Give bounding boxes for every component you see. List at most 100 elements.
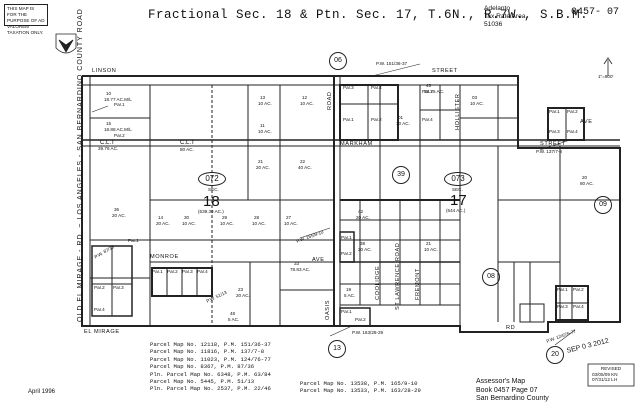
- par-label[interactable]: Par.2: [573, 287, 584, 292]
- adjacent-map-39: 39: [392, 166, 410, 184]
- parcel-number: 30: [184, 215, 190, 220]
- road-ave: AVE: [312, 257, 325, 263]
- legend-line: Pln. Parcel Map No. 6348, P.M. 63/84: [150, 370, 271, 378]
- parcel-number: 36: [114, 207, 120, 212]
- par-label[interactable]: Par.3: [113, 285, 124, 290]
- parcel-number: 45: [426, 83, 432, 88]
- par-label[interactable]: Par.1: [152, 269, 163, 274]
- parcel-number: 38: [360, 241, 366, 246]
- section-18-number: 18: [203, 193, 220, 210]
- parcel-area: 20 AC.: [356, 215, 370, 220]
- legend-line: Parcel Map No. 5445, P.M. 51/13: [150, 378, 255, 386]
- assessor-block: Assessor's Map Book 0457 Page 07 San Ber…: [476, 378, 549, 404]
- par-label[interactable]: Par.1: [343, 117, 354, 122]
- parcel-area: 10 AC.: [252, 221, 266, 226]
- par-label[interactable]: Par.4: [573, 304, 584, 309]
- section-17-label: SEC.: [452, 187, 463, 192]
- par-label[interactable]: Par.3: [343, 85, 354, 90]
- adjacent-map-20: 20: [546, 346, 564, 364]
- par-label[interactable]: Par.2: [567, 109, 578, 114]
- par-label[interactable]: Par.2: [114, 133, 125, 138]
- parcel-area: 20 AC.: [236, 293, 250, 298]
- parcel-number: 42: [358, 209, 364, 214]
- par-label[interactable]: Par.4: [371, 85, 382, 90]
- parcel-number: 21: [426, 241, 432, 246]
- par-label[interactable]: Par.3: [182, 269, 193, 274]
- adjacent-map-13: 13: [328, 340, 346, 358]
- road-markham: MARKHAM: [340, 141, 373, 147]
- par-label[interactable]: Par.1: [549, 109, 560, 114]
- road-hollister: HOLLISTER: [455, 93, 461, 131]
- revised-line: 03/05/09 KN: [592, 371, 618, 377]
- parcel-number: 12: [302, 95, 308, 100]
- parcel-number: C.L.T: [180, 140, 195, 146]
- section-17-code: 073: [444, 172, 472, 186]
- pw-reference: P.W. 151/36-37: [376, 61, 408, 66]
- map-date: April 1996: [28, 389, 56, 395]
- parcel-number: 21: [258, 159, 264, 164]
- map-title: Fractional Sec. 18 & Ptn. Sec. 17, T.6N.…: [148, 8, 589, 22]
- par-label[interactable]: Par.2: [371, 117, 382, 122]
- par-label[interactable]: Par.1: [128, 238, 139, 243]
- road-st-lawrence: ST LAWRENCE ROAD: [395, 242, 401, 310]
- parcel-area: 40 AC.: [298, 165, 312, 170]
- legend-line: Pln. Parcel Map No. 2537, P.M. 22/46: [150, 385, 271, 393]
- parcel-area: 10 AC.: [258, 101, 272, 106]
- parcel-number: 20: [582, 175, 588, 180]
- legend-line: Parcel Map No. 12118, P.M. 151/36-37: [150, 341, 271, 348]
- pw-reference: P.W. 137/7-8: [536, 149, 562, 154]
- road-street-top: STREET: [432, 68, 458, 74]
- road-coolidge: COOLIDGE: [375, 265, 381, 300]
- parcel-area: 10 AC.: [424, 247, 438, 252]
- par-label[interactable]: Par.1: [341, 235, 352, 240]
- road-linson: LINSON: [92, 68, 117, 74]
- parcel-area: 5 AC.: [228, 317, 240, 322]
- place-name: Adelanto: [484, 5, 511, 12]
- parcel-area: 10 AC.: [300, 101, 314, 106]
- par-label[interactable]: Par.1: [557, 287, 568, 292]
- parcel-area: 18.77 AC.M/L: [104, 97, 132, 102]
- parcel-number: 23: [238, 287, 244, 292]
- par-label[interactable]: Par.2: [355, 317, 366, 322]
- parcel-number: 33: [294, 261, 300, 266]
- assessor-county: San Bernardino County: [476, 395, 549, 402]
- parcel-area: 18.88 AC.M/L: [104, 127, 132, 132]
- parcel-area: 5 AC.: [344, 293, 356, 298]
- parcel-number: 01: [398, 115, 404, 120]
- parcel-number: 29: [222, 215, 228, 220]
- legend-line: Parcel Map No. 13533, P.M. 163/28-29: [300, 387, 421, 395]
- par-label[interactable]: Par.1: [114, 102, 125, 107]
- road-street-mid: STREET: [540, 141, 566, 147]
- legend-line: Parcel Map No. 11023, P.M. 124/76-77: [150, 355, 271, 363]
- par-label[interactable]: Par.3: [549, 129, 560, 134]
- road-el-mirage: EL MIRAGE: [84, 329, 120, 335]
- par-label[interactable]: Par.1: [341, 309, 352, 314]
- map-number: 0457- 07: [571, 7, 620, 18]
- section-17-area: (644 AC.): [446, 208, 466, 213]
- parcel-number: C.L.T: [100, 140, 115, 146]
- par-label[interactable]: Par.3: [557, 304, 568, 309]
- par-label[interactable]: Par.4: [567, 129, 578, 134]
- parcel-area: 20 AC.: [256, 165, 270, 170]
- revised-box: REVISED 03/05/09 KN 07/31/12 LH: [592, 366, 630, 383]
- legend-line: Parcel Map No. 13538, P.M. 165/9-10: [300, 380, 418, 387]
- par-label[interactable]: Par.4: [197, 269, 208, 274]
- par-label[interactable]: Par.4: [422, 117, 433, 122]
- par-label[interactable]: Par.2: [341, 251, 352, 256]
- road-ave-right: AVE: [580, 119, 593, 125]
- assessor-title: Assessor's Map: [476, 378, 526, 385]
- adjacent-map-09: 09: [594, 196, 612, 214]
- tax-rate-area-number: 51036: [484, 21, 503, 28]
- par-label[interactable]: Par.2: [94, 285, 105, 290]
- parcel-area: 78.83 AC.: [290, 267, 311, 272]
- parcel-number: 13: [260, 95, 266, 100]
- parcel-area: 10 AC.: [284, 221, 298, 226]
- revised-label: REVISED: [600, 366, 622, 371]
- adjacent-map-08: 08: [482, 268, 500, 286]
- parcel-area: 10 AC.: [220, 221, 234, 226]
- par-label[interactable]: Par.4: [94, 307, 105, 312]
- parcel-number: 27: [286, 215, 292, 220]
- par-label[interactable]: Par.2: [167, 269, 178, 274]
- par-label[interactable]: Par.3: [422, 89, 433, 94]
